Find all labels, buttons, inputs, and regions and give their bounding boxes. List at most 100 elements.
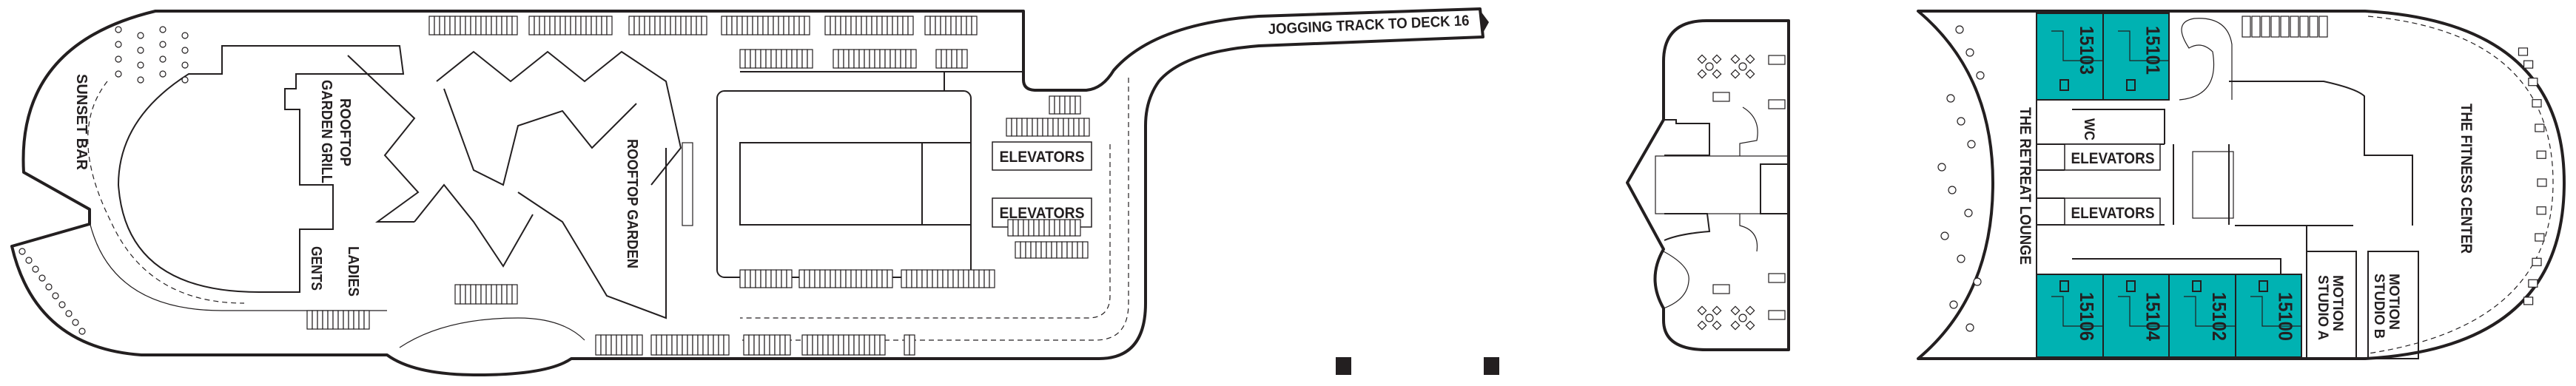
lounger-icon [835, 269, 841, 288]
forward-furniture [1937, 16, 2547, 332]
lounger-icon [428, 16, 435, 35]
lounger-icon [670, 16, 676, 35]
chair-icon [1697, 69, 1707, 79]
chair-icon [1745, 305, 1755, 316]
lounger-icon [1056, 241, 1063, 259]
equipment-icon [2270, 16, 2280, 38]
lounger-icon [454, 284, 461, 305]
lounger-icon [665, 16, 671, 35]
lounger-icon [327, 310, 334, 330]
lounger-icon [1075, 219, 1081, 237]
fitness-machine-icon [2536, 206, 2546, 215]
garden-bottom-bump [399, 317, 585, 348]
lounger-icon [774, 334, 781, 356]
lounger-icon [713, 334, 719, 356]
fitness-machine-icon [2528, 279, 2538, 288]
lounger-icon [932, 269, 938, 288]
elevators-label: ELEVATORS [2071, 150, 2155, 167]
lounger-icon [636, 334, 643, 356]
lounger-icon [1049, 95, 1055, 115]
lounger-icon [935, 49, 942, 69]
cabin[interactable]: 15106 [2036, 274, 2104, 358]
equipment-icon [2242, 16, 2251, 38]
lounge-chair-icon [1948, 186, 1957, 194]
chair-icon [1712, 54, 1722, 64]
lounger-icon [511, 284, 518, 305]
chair-icon [1712, 320, 1722, 331]
lounger-icon [348, 310, 354, 330]
lounger-icon [853, 49, 860, 69]
lounger-icon [937, 269, 944, 288]
lounger-icon [312, 310, 318, 330]
cabin[interactable]: 15100 [2235, 274, 2302, 358]
lounger-icon [358, 310, 365, 330]
lounger-icon [881, 16, 888, 35]
elevators-aft-1: ELEVATORS [992, 141, 1092, 171]
lounger-icon [858, 334, 865, 356]
lounger-icon [687, 334, 693, 356]
cabin[interactable]: 15104 [2102, 274, 2170, 358]
lounger-icon [973, 269, 980, 288]
midship-room [1760, 163, 1789, 214]
lounger-icon [838, 49, 844, 69]
lounger-icon [723, 334, 730, 356]
lounger-icon [554, 16, 561, 35]
lounger-icon [773, 16, 779, 35]
lounger-icon [760, 49, 767, 69]
cabin[interactable]: 15101 [2102, 13, 2170, 101]
lounger-icon [788, 16, 795, 35]
lounger-icon [596, 16, 602, 35]
lounger-icon [890, 49, 896, 69]
lounger-icon [317, 310, 323, 330]
chair-icon [1712, 69, 1722, 79]
cabin[interactable]: 15103 [2036, 13, 2104, 101]
lounger-icon [565, 16, 571, 35]
lounger-icon [750, 49, 756, 69]
bar-stool-icon [45, 283, 53, 291]
lounger-icon [1028, 219, 1035, 237]
lounger-icon [539, 16, 545, 35]
lounger-icon [942, 269, 949, 288]
lounger-icon [322, 310, 329, 330]
cabin-bathroom-wall [2250, 296, 2301, 327]
lounger-icon [910, 49, 917, 69]
bar-stool-icon [78, 328, 86, 335]
lounger-icon [666, 334, 673, 356]
lounger-icon [671, 334, 678, 356]
lounger-icon [866, 269, 872, 288]
lounger-icon [475, 284, 482, 305]
lounger-icon [633, 16, 640, 35]
aft-furniture [19, 16, 1090, 356]
lounger-icon [1016, 118, 1023, 137]
lounger-icon [1023, 219, 1029, 237]
cabin-number: 15101 [2142, 26, 2165, 75]
sunset-bar-inner-wall [117, 45, 405, 293]
lounger-icon [961, 16, 967, 35]
lounger-icon [1038, 219, 1045, 237]
jogging-track-arrow-icon [1480, 10, 1489, 35]
lounger-icon [1072, 241, 1078, 259]
sofa-icon [1768, 99, 1786, 109]
lounger-icon [1042, 118, 1049, 137]
table-icon [1705, 314, 1714, 322]
lounger-icon [971, 16, 978, 35]
cabin[interactable]: 15102 [2168, 274, 2236, 358]
fitness-machine-icon [2537, 178, 2547, 187]
garden-planter-5 [517, 148, 667, 319]
lounger-icon [755, 49, 761, 69]
lounger-icon [676, 334, 683, 356]
cabin-bathroom-wall [2051, 30, 2103, 61]
lounger-icon [534, 16, 540, 35]
chair-icon [1697, 305, 1707, 316]
lounger-icon [585, 16, 592, 35]
bar-stool-icon [32, 265, 39, 273]
lounger-icon [656, 334, 662, 356]
table-icon [1738, 314, 1747, 322]
lounger-icon [770, 269, 777, 288]
lounger-icon [786, 269, 793, 288]
lounger-icon [1006, 118, 1012, 137]
lounger-icon [895, 49, 901, 69]
cabin-number: 15103 [2076, 26, 2098, 75]
midship-section [1626, 19, 1790, 351]
